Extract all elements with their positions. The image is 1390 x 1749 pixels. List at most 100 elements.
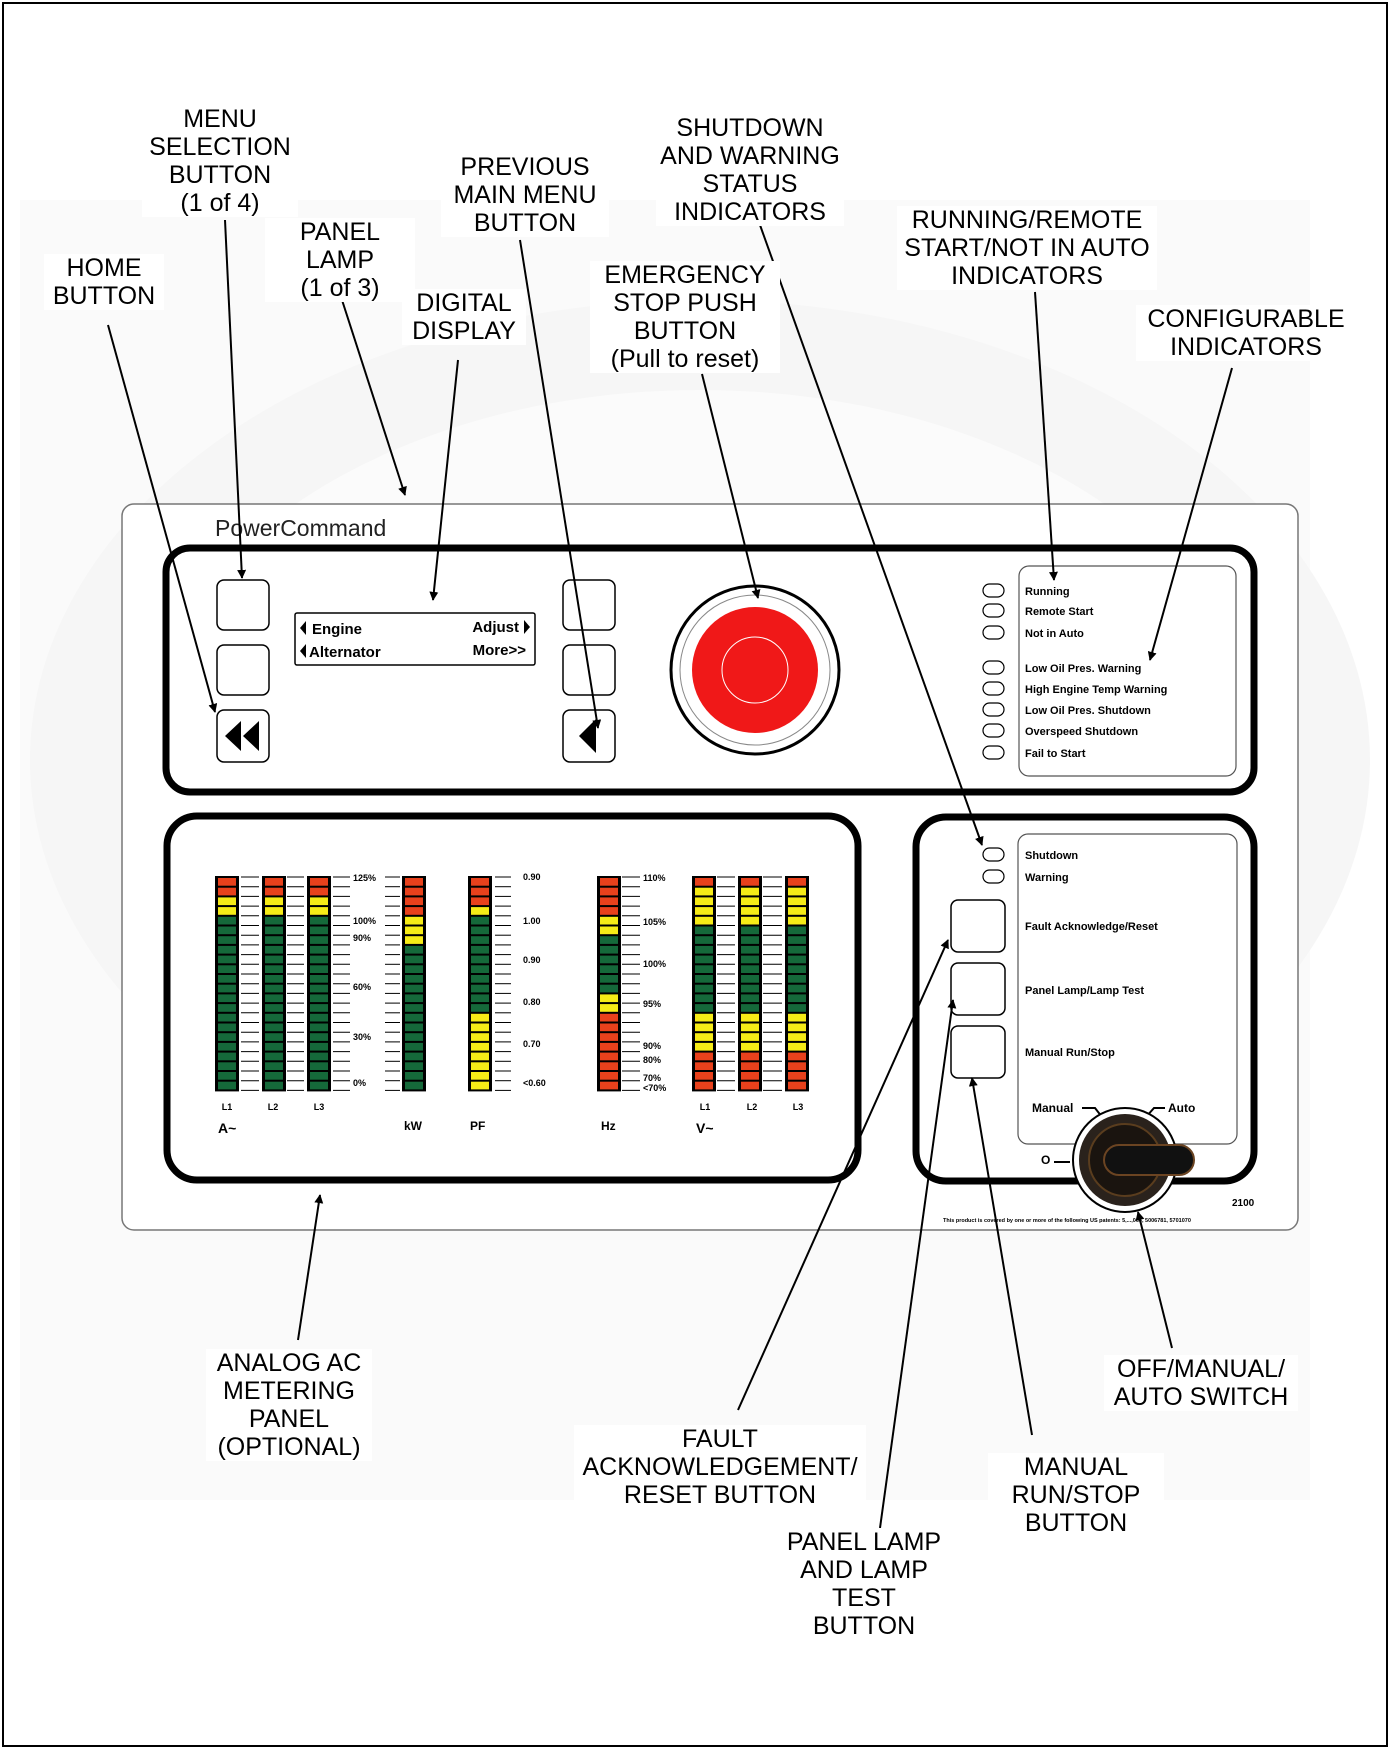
- kw-bar-segment: [405, 1013, 423, 1022]
- leader-fault-ack: [737, 939, 949, 1411]
- amps-bar-l1-segment: [218, 1062, 236, 1070]
- hz-bar-segment: [600, 1072, 618, 1080]
- label-shutdown: Shutdown: [1025, 850, 1078, 862]
- patent-note: This product is covered by one or more o…: [943, 1218, 1191, 1224]
- amps-bar-l1-segment: [218, 965, 236, 973]
- kw-bar-segment: [405, 1062, 423, 1070]
- amps-scale-label: 90%: [353, 933, 371, 943]
- volts-bar-l1-segment: [695, 994, 713, 1003]
- amps-bar-l2-segment: [265, 907, 283, 915]
- amps-ticks-2: [287, 876, 304, 1091]
- label-fault-reset: Fault Acknowledge/Reset: [1025, 921, 1158, 933]
- pf-bar-segment: [471, 965, 489, 973]
- volts-ticks-1: [717, 876, 735, 1091]
- kw-bar-segment: [405, 916, 423, 925]
- estop-cap-ring: [721, 636, 789, 704]
- amps-phase-label: L1: [222, 1102, 233, 1112]
- volts-bar-l3-segment: [788, 936, 806, 944]
- leader-analog-panel: [297, 1194, 324, 1341]
- volts-bar-l3-segment: [788, 926, 806, 935]
- menu-selection-button-left-1[interactable]: [216, 579, 270, 631]
- hz-bar-segment: [600, 897, 618, 906]
- configurable-indicator-lamp: [982, 660, 1005, 675]
- callout-home: HOME BUTTON: [44, 254, 164, 310]
- volts-bar-l3-segment: [788, 955, 806, 964]
- amps-bar-l3-segment: [310, 897, 328, 906]
- panel-lamp-test-button[interactable]: [950, 962, 1006, 1016]
- hz-bar-segment: [600, 1033, 618, 1041]
- amps-bar-l2-segment: [265, 1052, 283, 1061]
- volts-bar-l3-segment: [788, 1013, 806, 1022]
- indicator-label: Running: [1025, 586, 1070, 598]
- amps-scale-label: 100%: [353, 916, 376, 926]
- amps-bar-l3-segment: [310, 965, 328, 973]
- indicator-lamp: [982, 583, 1005, 598]
- kw-group-label: kW: [404, 1119, 423, 1133]
- pf-bar-segment: [471, 936, 489, 944]
- hz-scale-label: 100%: [643, 959, 666, 969]
- volts-bar-l2-segment: [741, 1081, 759, 1090]
- volts-bar-l1-segment: [695, 1052, 713, 1061]
- hz-bar-segment: [600, 878, 618, 886]
- callout-menu-selection: MENU SELECTION BUTTON (1 of 4): [142, 105, 298, 217]
- amps-bar-l1-segment: [218, 878, 236, 886]
- amps-bar-l1-segment: [218, 984, 236, 993]
- amps-bar-l1-segment: [218, 1013, 236, 1022]
- amps-bar-l2-segment: [265, 1062, 283, 1070]
- amps-bar-l1-segment: [218, 916, 236, 925]
- hz-scale-label: 80%: [643, 1055, 661, 1065]
- amps-bar-l1-segment: [218, 975, 236, 983]
- emergency-stop-button[interactable]: [692, 607, 818, 733]
- amps-bar-l3-segment: [310, 916, 328, 925]
- kw-bar-segment: [405, 994, 423, 1003]
- callout-running-remote: RUNNING/REMOTE START/NOT IN AUTO INDICAT…: [897, 206, 1157, 290]
- kw-bar-segment: [405, 975, 423, 983]
- switch-label-off: O: [1041, 1153, 1050, 1167]
- amps-bar-l3-segment: [310, 1004, 328, 1012]
- indicator-lamp: [982, 625, 1005, 640]
- configurable-indicator-label: Low Oil Pres. Warning: [1025, 663, 1141, 675]
- volts-bar-l3-segment: [788, 1033, 806, 1041]
- pf-scale-label: 0.80: [523, 997, 541, 1007]
- amps-bar-l2-segment: [265, 916, 283, 925]
- hz-bar-segment: [600, 887, 618, 896]
- amps-bar-l2-segment: [265, 926, 283, 935]
- amps-bar-l2-segment: [265, 965, 283, 973]
- pf-scale-label: 0.90: [523, 872, 541, 882]
- amps-bar-l1-segment: [218, 1081, 236, 1090]
- manual-run-stop-button[interactable]: [950, 1025, 1006, 1079]
- callout-off-manual-auto: OFF/MANUAL/ AUTO SWITCH: [1104, 1355, 1298, 1411]
- amps-ticks-1: [241, 876, 259, 1091]
- amps-scale-label: 60%: [353, 982, 371, 992]
- volts-bar-l2: [738, 876, 762, 1092]
- menu-selection-button-right-1[interactable]: [562, 579, 616, 631]
- amps-bar-l2-segment: [265, 984, 283, 993]
- volts-bar-l3-segment: [788, 907, 806, 915]
- pf-bar-segment: [471, 1042, 489, 1051]
- display-right-arrow-icon: [524, 620, 530, 634]
- pf-scale-label: 0.70: [523, 1039, 541, 1049]
- amps-bar-l1: [215, 876, 239, 1092]
- fault-acknowledge-reset-button[interactable]: [950, 899, 1006, 953]
- volts-bar-l3-segment: [788, 887, 806, 896]
- volts-bar-l1-segment: [695, 975, 713, 983]
- callout-previous-menu: PREVIOUS MAIN MENU BUTTON: [441, 153, 609, 237]
- leader-previous-menu: [519, 239, 602, 729]
- amps-bar-l1-segment: [218, 936, 236, 944]
- callout-configurable: CONFIGURABLE INDICATORS: [1136, 305, 1356, 361]
- volts-bar-l3-segment: [788, 945, 806, 954]
- volts-phase-label: L2: [747, 1102, 758, 1112]
- volts-bar-l2-segment: [741, 1013, 759, 1022]
- leader-digital-display: [429, 359, 459, 601]
- menu-selection-button-left-2[interactable]: [216, 644, 270, 696]
- amps-bar-l3-segment: [310, 945, 328, 954]
- amps-phase-label: L2: [268, 1102, 279, 1112]
- hz-scale-label: 105%: [643, 917, 666, 927]
- kw-bar-segment: [405, 1033, 423, 1041]
- amps-bar-l1-segment: [218, 1033, 236, 1041]
- pf-bar-segment: [471, 1072, 489, 1080]
- volts-bar-l1-segment: [695, 965, 713, 973]
- volts-bar-l3-segment: [788, 975, 806, 983]
- volts-bar-l3-segment: [788, 897, 806, 906]
- amps-bar-l1-segment: [218, 887, 236, 896]
